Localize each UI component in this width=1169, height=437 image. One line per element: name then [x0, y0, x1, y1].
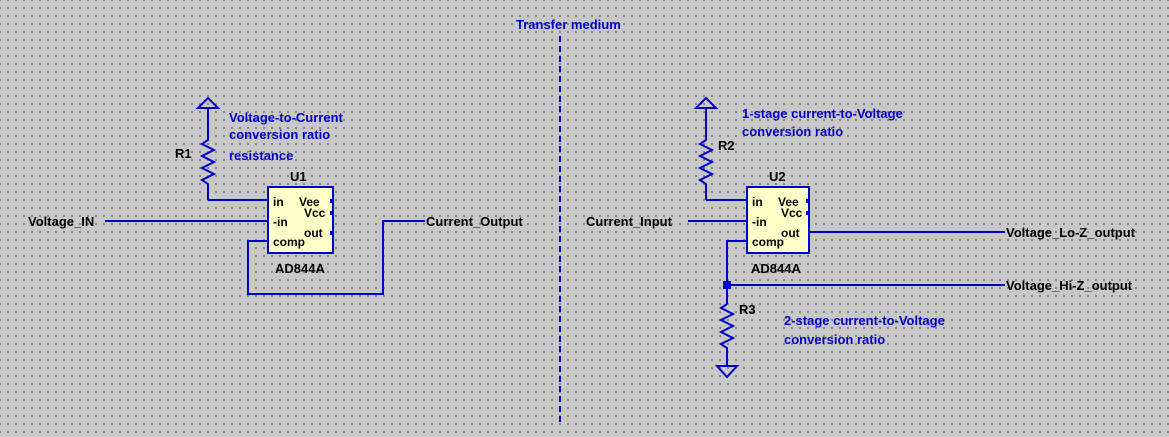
right-note-top-line-1: 1-stage current-to-Voltage [742, 106, 903, 121]
junction-dot [723, 281, 731, 289]
right-vcc-flag-symbol [693, 96, 719, 120]
net-voltage-lo-z-output-label: Voltage_Lo-Z_output [1006, 225, 1136, 240]
ic-u1-pin-vcc: Vcc [304, 206, 326, 220]
net-current-input-label: Current_Input [586, 214, 673, 229]
left-note-line-3: resistance [229, 148, 293, 163]
ic-u2-ref: U2 [769, 169, 786, 184]
r3-resistor-symbol [718, 303, 736, 366]
right-note-bottom-line-1: 2-stage current-to-Voltage [784, 313, 945, 328]
ic-u1-part: AD844A [275, 261, 325, 276]
ic-u2-pin-vee-marker [806, 199, 810, 203]
r1-resistor-symbol [199, 120, 217, 200]
ic-u2-pin-vcc-marker [806, 211, 810, 215]
wire-comp-to-output [247, 220, 425, 295]
r1-ref-label: R1 [175, 146, 192, 161]
ic-u1-pin-comp: comp [273, 235, 305, 249]
ic-u1: U1 AD844A in -in comp Vee Vcc out [267, 169, 334, 276]
ic-u2-pin-in: in [752, 195, 763, 209]
ic-u1-pin-vee-marker [330, 199, 334, 203]
right-circuit: R2 R3 1-stage current-to-Voltage convers… [586, 96, 1136, 379]
ic-u2-pin-out: out [781, 226, 800, 240]
right-note-top-line-2: conversion ratio [742, 124, 843, 139]
ground-icon [714, 365, 740, 379]
ic-u1-pin-vcc-marker [330, 211, 334, 215]
left-vcc-flag-symbol [195, 96, 221, 120]
ic-u1-pin-vee: Vee [299, 195, 320, 209]
ic-u1-ref: U1 [290, 169, 307, 184]
left-note-line-2: conversion ratio [229, 127, 330, 142]
ic-u2-pin-vcc: Vcc [781, 206, 803, 220]
ic-u2-body [746, 186, 810, 254]
ic-u1-pin-neg-in: -in [273, 215, 288, 229]
left-circuit: R1 Voltage-to-Current conversion ratio r… [28, 96, 523, 295]
ic-u1-pin-out-marker [330, 231, 334, 235]
ic-u1-pin-in: in [273, 195, 284, 209]
net-voltage-in-label: Voltage_IN [28, 214, 94, 229]
ic-u1-pin-out: out [304, 226, 323, 240]
wire-comp-to-r3 [726, 240, 747, 304]
ic-u2-pin-neg-in: -in [752, 215, 767, 229]
ic-u2: U2 AD844A in -in comp Vee Vcc out [746, 169, 810, 276]
r2-resistor-symbol [697, 120, 715, 200]
net-current-output-label: Current_Output [426, 214, 523, 229]
ic-u1-body [267, 186, 334, 254]
divider-label: Transfer medium [516, 17, 621, 32]
ic-u2-pin-comp: comp [752, 235, 784, 249]
r2-ref-label: R2 [718, 138, 735, 153]
ic-u2-pin-vee: Vee [778, 195, 799, 209]
left-note-line-1: Voltage-to-Current [229, 110, 344, 125]
net-voltage-hi-z-output-label: Voltage_Hi-Z_output [1006, 278, 1133, 293]
right-note-bottom-line-2: conversion ratio [784, 332, 885, 347]
ic-u2-part: AD844A [751, 261, 801, 276]
r3-ref-label: R3 [739, 302, 756, 317]
